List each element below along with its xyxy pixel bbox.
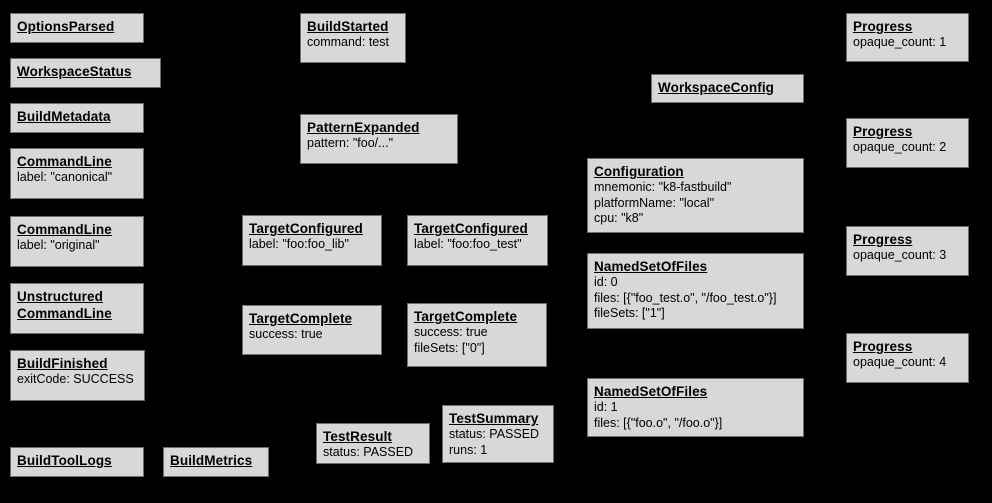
event-title: TargetComplete: [249, 311, 353, 326]
event-node-buildstarted: BuildStarted command: test: [300, 13, 406, 63]
event-title: WorkspaceStatus: [17, 64, 132, 79]
event-prop: cpu: "k8": [594, 211, 644, 225]
event-prop: command: test: [307, 35, 389, 49]
event-title: TestResult: [323, 429, 393, 444]
event-title: Configuration: [594, 164, 684, 179]
event-node-progress-1: Progress opaque_count: 1: [846, 13, 969, 62]
event-prop: success: true: [249, 327, 323, 341]
event-title: Progress: [853, 19, 913, 34]
event-node-progress-4: Progress opaque_count: 4: [846, 333, 969, 383]
event-title: Progress: [853, 339, 913, 354]
event-prop: runs: 1: [449, 442, 488, 457]
event-title: TargetConfigured: [414, 221, 528, 236]
event-prop: fileSets: ["0"]: [414, 340, 485, 355]
event-node-testresult: TestResult status: PASSED: [316, 423, 430, 464]
event-title: BuildFinished: [17, 356, 108, 371]
event-title: CommandLine: [17, 154, 112, 169]
event-prop: opaque_count: 3: [853, 248, 947, 262]
event-node-commandline-canonical: CommandLine label: "canonical": [10, 148, 144, 199]
event-prop: label: "canonical": [17, 170, 113, 184]
event-title: Progress: [853, 124, 913, 139]
event-node-commandline-original: CommandLine label: "original": [10, 216, 144, 267]
event-node-namedsetoffiles-1: NamedSetOfFiles id: 1 files: [{"foo.o", …: [587, 378, 804, 437]
event-prop: label: "foo:foo_test": [414, 237, 522, 251]
event-title: PatternExpanded: [307, 120, 420, 135]
event-node-configuration: Configuration mnemonic: "k8-fastbuild" p…: [587, 158, 804, 233]
event-node-buildmetadata: BuildMetadata: [10, 103, 144, 133]
event-node-optionsparsed: OptionsParsed: [10, 13, 144, 43]
event-prop: opaque_count: 1: [853, 35, 947, 49]
event-prop: label: "original": [17, 238, 100, 252]
event-prop: id: 1: [594, 400, 618, 414]
event-node-targetconfigured-foo-lib: TargetConfigured label: "foo:foo_lib": [242, 215, 382, 266]
event-node-targetconfigured-foo-test: TargetConfigured label: "foo:foo_test": [407, 215, 548, 266]
event-prop: status: PASSED: [449, 427, 540, 441]
event-prop: pattern: "foo/...": [307, 136, 394, 150]
event-title: NamedSetOfFiles: [594, 384, 708, 399]
event-title: TestSummary: [449, 411, 539, 426]
event-prop: status: PASSED: [323, 445, 414, 459]
event-node-buildtoollogs: BuildToolLogs: [10, 447, 144, 477]
event-node-patternexpanded: PatternExpanded pattern: "foo/...": [300, 114, 458, 164]
event-title: Unstructured CommandLine: [17, 289, 112, 321]
event-node-targetcomplete-foo-test: TargetComplete success: true fileSets: […: [407, 303, 547, 367]
event-node-workspaceconfig: WorkspaceConfig: [651, 74, 804, 103]
event-prop: label: "foo:foo_lib": [249, 237, 349, 251]
event-prop: id: 0: [594, 275, 618, 289]
event-node-testsummary: TestSummary status: PASSED runs: 1: [442, 405, 554, 463]
event-prop: platformName: "local": [594, 195, 715, 210]
event-prop: files: [{"foo_test.o", "/foo_test.o"}]: [594, 290, 777, 305]
event-title: BuildToolLogs: [17, 453, 112, 468]
event-title: TargetComplete: [414, 309, 518, 324]
event-prop: opaque_count: 2: [853, 140, 947, 154]
event-title: Progress: [853, 232, 913, 247]
event-node-namedsetoffiles-0: NamedSetOfFiles id: 0 files: [{"foo_test…: [587, 253, 804, 329]
event-prop: opaque_count: 4: [853, 355, 947, 369]
event-prop: fileSets: ["1"]: [594, 306, 665, 320]
event-title: TargetConfigured: [249, 221, 363, 236]
event-title: BuildStarted: [307, 19, 389, 34]
event-node-progress-3: Progress opaque_count: 3: [846, 226, 969, 276]
event-node-buildfinished: BuildFinished exitCode: SUCCESS: [10, 350, 145, 401]
event-node-targetcomplete-foo-lib: TargetComplete success: true: [242, 305, 382, 355]
event-node-progress-2: Progress opaque_count: 2: [846, 118, 969, 168]
event-node-unstructuredcommandline: Unstructured CommandLine: [10, 283, 144, 334]
event-title: BuildMetadata: [17, 109, 111, 124]
event-prop: exitCode: SUCCESS: [17, 372, 134, 386]
event-title: OptionsParsed: [17, 19, 115, 34]
event-node-buildmetrics: BuildMetrics: [163, 447, 269, 477]
event-title: CommandLine: [17, 222, 112, 237]
event-title: BuildMetrics: [170, 453, 253, 468]
event-node-workspacestatus: WorkspaceStatus: [10, 58, 161, 88]
event-prop: mnemonic: "k8-fastbuild": [594, 180, 732, 194]
event-prop: success: true: [414, 325, 488, 339]
event-prop: files: [{"foo.o", "/foo.o"}]: [594, 415, 723, 430]
event-title: NamedSetOfFiles: [594, 259, 708, 274]
event-title: WorkspaceConfig: [658, 80, 775, 95]
